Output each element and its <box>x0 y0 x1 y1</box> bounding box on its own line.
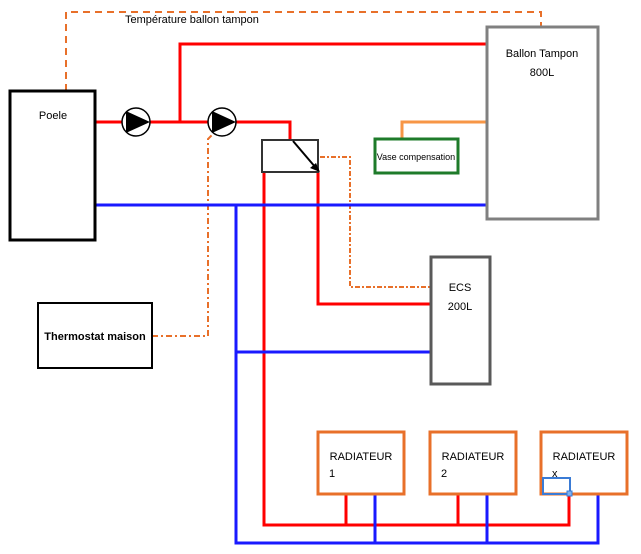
radiator-box: RADIATEUR 1 <box>316 430 406 496</box>
expansion-vessel-box: Vase compensation <box>373 137 460 175</box>
radiator-label: RADIATEUR <box>442 451 505 463</box>
ecs-label: ECS <box>449 282 472 294</box>
resize-handle[interactable] <box>566 490 573 497</box>
poele-label: Poele <box>39 110 67 122</box>
radiator-number: 2 <box>441 468 447 480</box>
temperature-link-label: Température ballon tampon <box>125 14 259 26</box>
temperature-signal-line <box>65 11 542 91</box>
selection-box[interactable] <box>542 477 571 495</box>
thermostat-label: Thermostat maison <box>44 331 146 343</box>
radiator-number: 1 <box>329 468 335 480</box>
radiator-label: RADIATEUR <box>553 451 616 463</box>
expansion-vessel-label: Vase compensation <box>377 152 455 162</box>
radiator-number: x <box>552 468 558 480</box>
pump-icon <box>121 107 151 137</box>
expansion-pipe <box>400 120 487 139</box>
cold-pipes <box>95 203 600 545</box>
buffer-tank-capacity: 800L <box>530 67 554 79</box>
thermostat-signal-line <box>152 132 215 337</box>
radiator-box: RADIATEUR 2 <box>428 430 518 496</box>
mixing-valve-icon <box>261 139 320 173</box>
poele-box: Poele <box>8 89 97 242</box>
radiator-box: RADIATEUR x <box>539 430 629 497</box>
buffer-tank-label: Ballon Tampon <box>506 48 579 60</box>
hot-pipes <box>95 42 571 527</box>
thermostat-box: Thermostat maison <box>37 302 153 369</box>
ecs-tank-box: ECS 200L <box>429 255 492 386</box>
radiator-label: RADIATEUR <box>330 451 393 463</box>
ecs-signal-line <box>320 156 431 288</box>
buffer-tank-box: Ballon Tampon 800L <box>485 25 600 221</box>
ecs-capacity: 200L <box>448 301 472 313</box>
pump-icon <box>207 107 237 137</box>
